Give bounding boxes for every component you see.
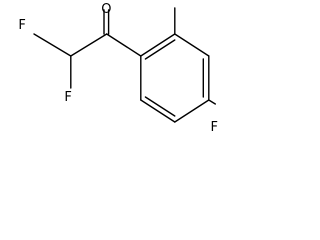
oxygen-label: O (101, 2, 111, 17)
fluorine-ring-label: F (211, 120, 218, 135)
bond-chf2-f-top (33, 33, 72, 57)
bond-ring-f (208, 99, 217, 105)
molecule-structure: O F F F (18, 2, 218, 135)
fluorine-top-label: F (18, 18, 25, 33)
bond-ring-inner-c5-c6 (144, 96, 176, 117)
bond-ring-inner-c1-c2 (144, 39, 176, 60)
bond-ring-c2-c3 (174, 33, 210, 57)
bond-carbonyl-chf2 (70, 33, 108, 57)
fluorine-bottom-label: F (64, 90, 71, 105)
bond-carbonyl-ring (105, 33, 142, 57)
bond-ring-c1-c2 (140, 33, 176, 57)
bond-ring-c4-c5 (174, 99, 210, 123)
structure-canvas: O F F F (0, 0, 222, 136)
bond-ring-c5-c6 (140, 99, 176, 123)
